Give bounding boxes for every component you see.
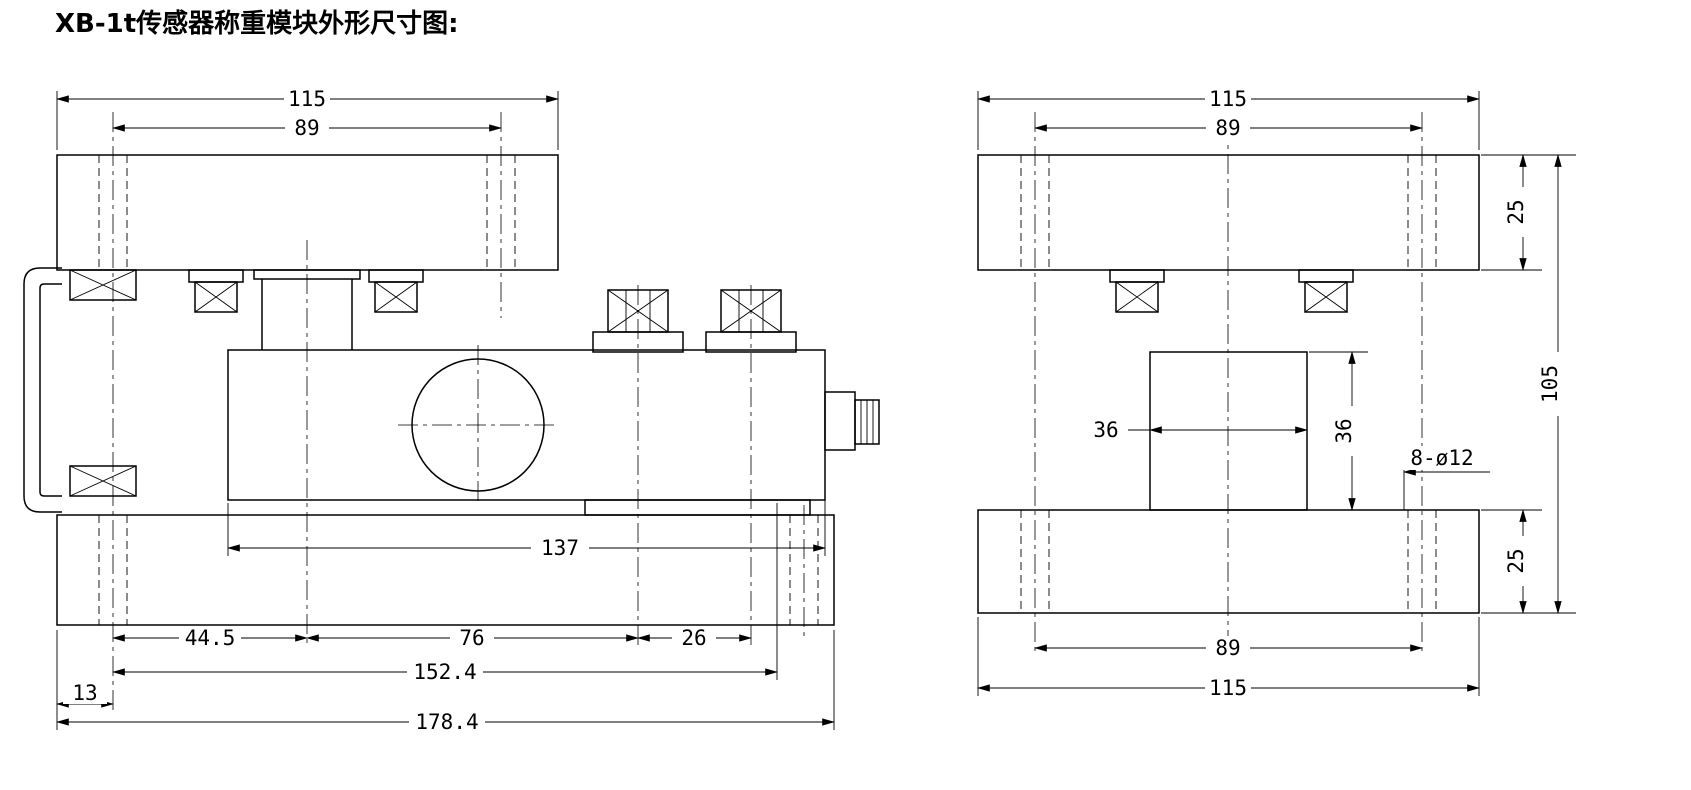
end-load-cell-block <box>1149 351 1308 511</box>
dim-label: 152.4 <box>413 660 476 684</box>
end-dim-cell-width: 36 <box>1084 418 1309 442</box>
front-dim-top-hole-span: 89 <box>111 116 503 140</box>
dim-label: 44.5 <box>185 626 236 650</box>
dim-label: 36 <box>1332 418 1356 443</box>
dim-label: 115 <box>1209 87 1247 111</box>
dim-label: 36 <box>1093 418 1118 442</box>
front-dim-hole-to-end: 152.4 <box>111 503 779 684</box>
dim-label: 25 <box>1504 199 1528 224</box>
dim-label: 115 <box>288 87 326 111</box>
dim-label: 89 <box>1215 636 1240 660</box>
end-dim-bottom-plate-thickness: 25 <box>1504 508 1528 615</box>
dim-label: 26 <box>681 626 706 650</box>
drawing-title: XB-1t传感器称重模块外形尺寸图: <box>55 9 459 39</box>
front-dim-chain: 44.5 76 26 <box>111 626 753 650</box>
dim-label: 76 <box>459 626 484 650</box>
dim-label: 89 <box>1215 116 1240 140</box>
end-view: 115 89 25 105 <box>976 87 1576 700</box>
front-load-button <box>253 269 361 350</box>
dim-label: 25 <box>1504 548 1528 573</box>
fixed-end-spacer <box>584 499 811 516</box>
end-dim-bottom-hole-span: 89 <box>1033 636 1424 660</box>
end-dim-bottom-plate-width: 115 <box>976 617 1481 700</box>
front-plate-screw-right <box>368 269 424 313</box>
front-centerlines <box>112 112 805 712</box>
front-dim-top-plate-width: 115 <box>55 87 560 150</box>
front-anchor-bolt-right <box>705 289 797 353</box>
end-dim-top-plate-thickness: 25 <box>1504 153 1528 272</box>
end-plate-screw-right <box>1298 269 1354 313</box>
end-top-plate <box>977 154 1480 271</box>
dim-label: 13 <box>72 681 97 705</box>
dim-label: 8-ø12 <box>1410 446 1473 470</box>
front-dim-edge-to-hole: 13 <box>55 630 115 730</box>
dim-label: 178.4 <box>415 710 478 734</box>
front-lift-strap <box>23 267 137 513</box>
end-dim-cell-height: 36 <box>1309 350 1368 512</box>
dim-label: 89 <box>294 116 319 140</box>
end-dim-top-plate-width: 115 <box>976 87 1481 150</box>
front-view: 115 89 137 44.5 76 26 <box>23 87 880 734</box>
front-plate-screw-left <box>188 269 244 313</box>
dim-label: 137 <box>541 536 579 560</box>
front-base-plate <box>56 499 835 626</box>
end-centerlines <box>1034 112 1423 655</box>
load-cell-bore <box>411 358 545 492</box>
dim-label: 115 <box>1209 676 1247 700</box>
front-top-plate <box>56 154 559 271</box>
end-dim-overall-height: 105 <box>1538 153 1562 615</box>
front-dim-body-length: 137 <box>226 462 827 560</box>
dim-label: 105 <box>1538 365 1562 403</box>
end-base-plate <box>977 509 1480 614</box>
end-plate-screw-left <box>1109 269 1165 313</box>
front-anchor-bolt-left <box>592 289 684 353</box>
front-dim-overall-length: 178.4 <box>55 630 836 734</box>
front-cable-gland <box>824 391 880 451</box>
end-dim-top-hole-span: 89 <box>1033 116 1424 140</box>
end-dim-mounting-holes: 8-ø12 <box>1400 446 1490 510</box>
